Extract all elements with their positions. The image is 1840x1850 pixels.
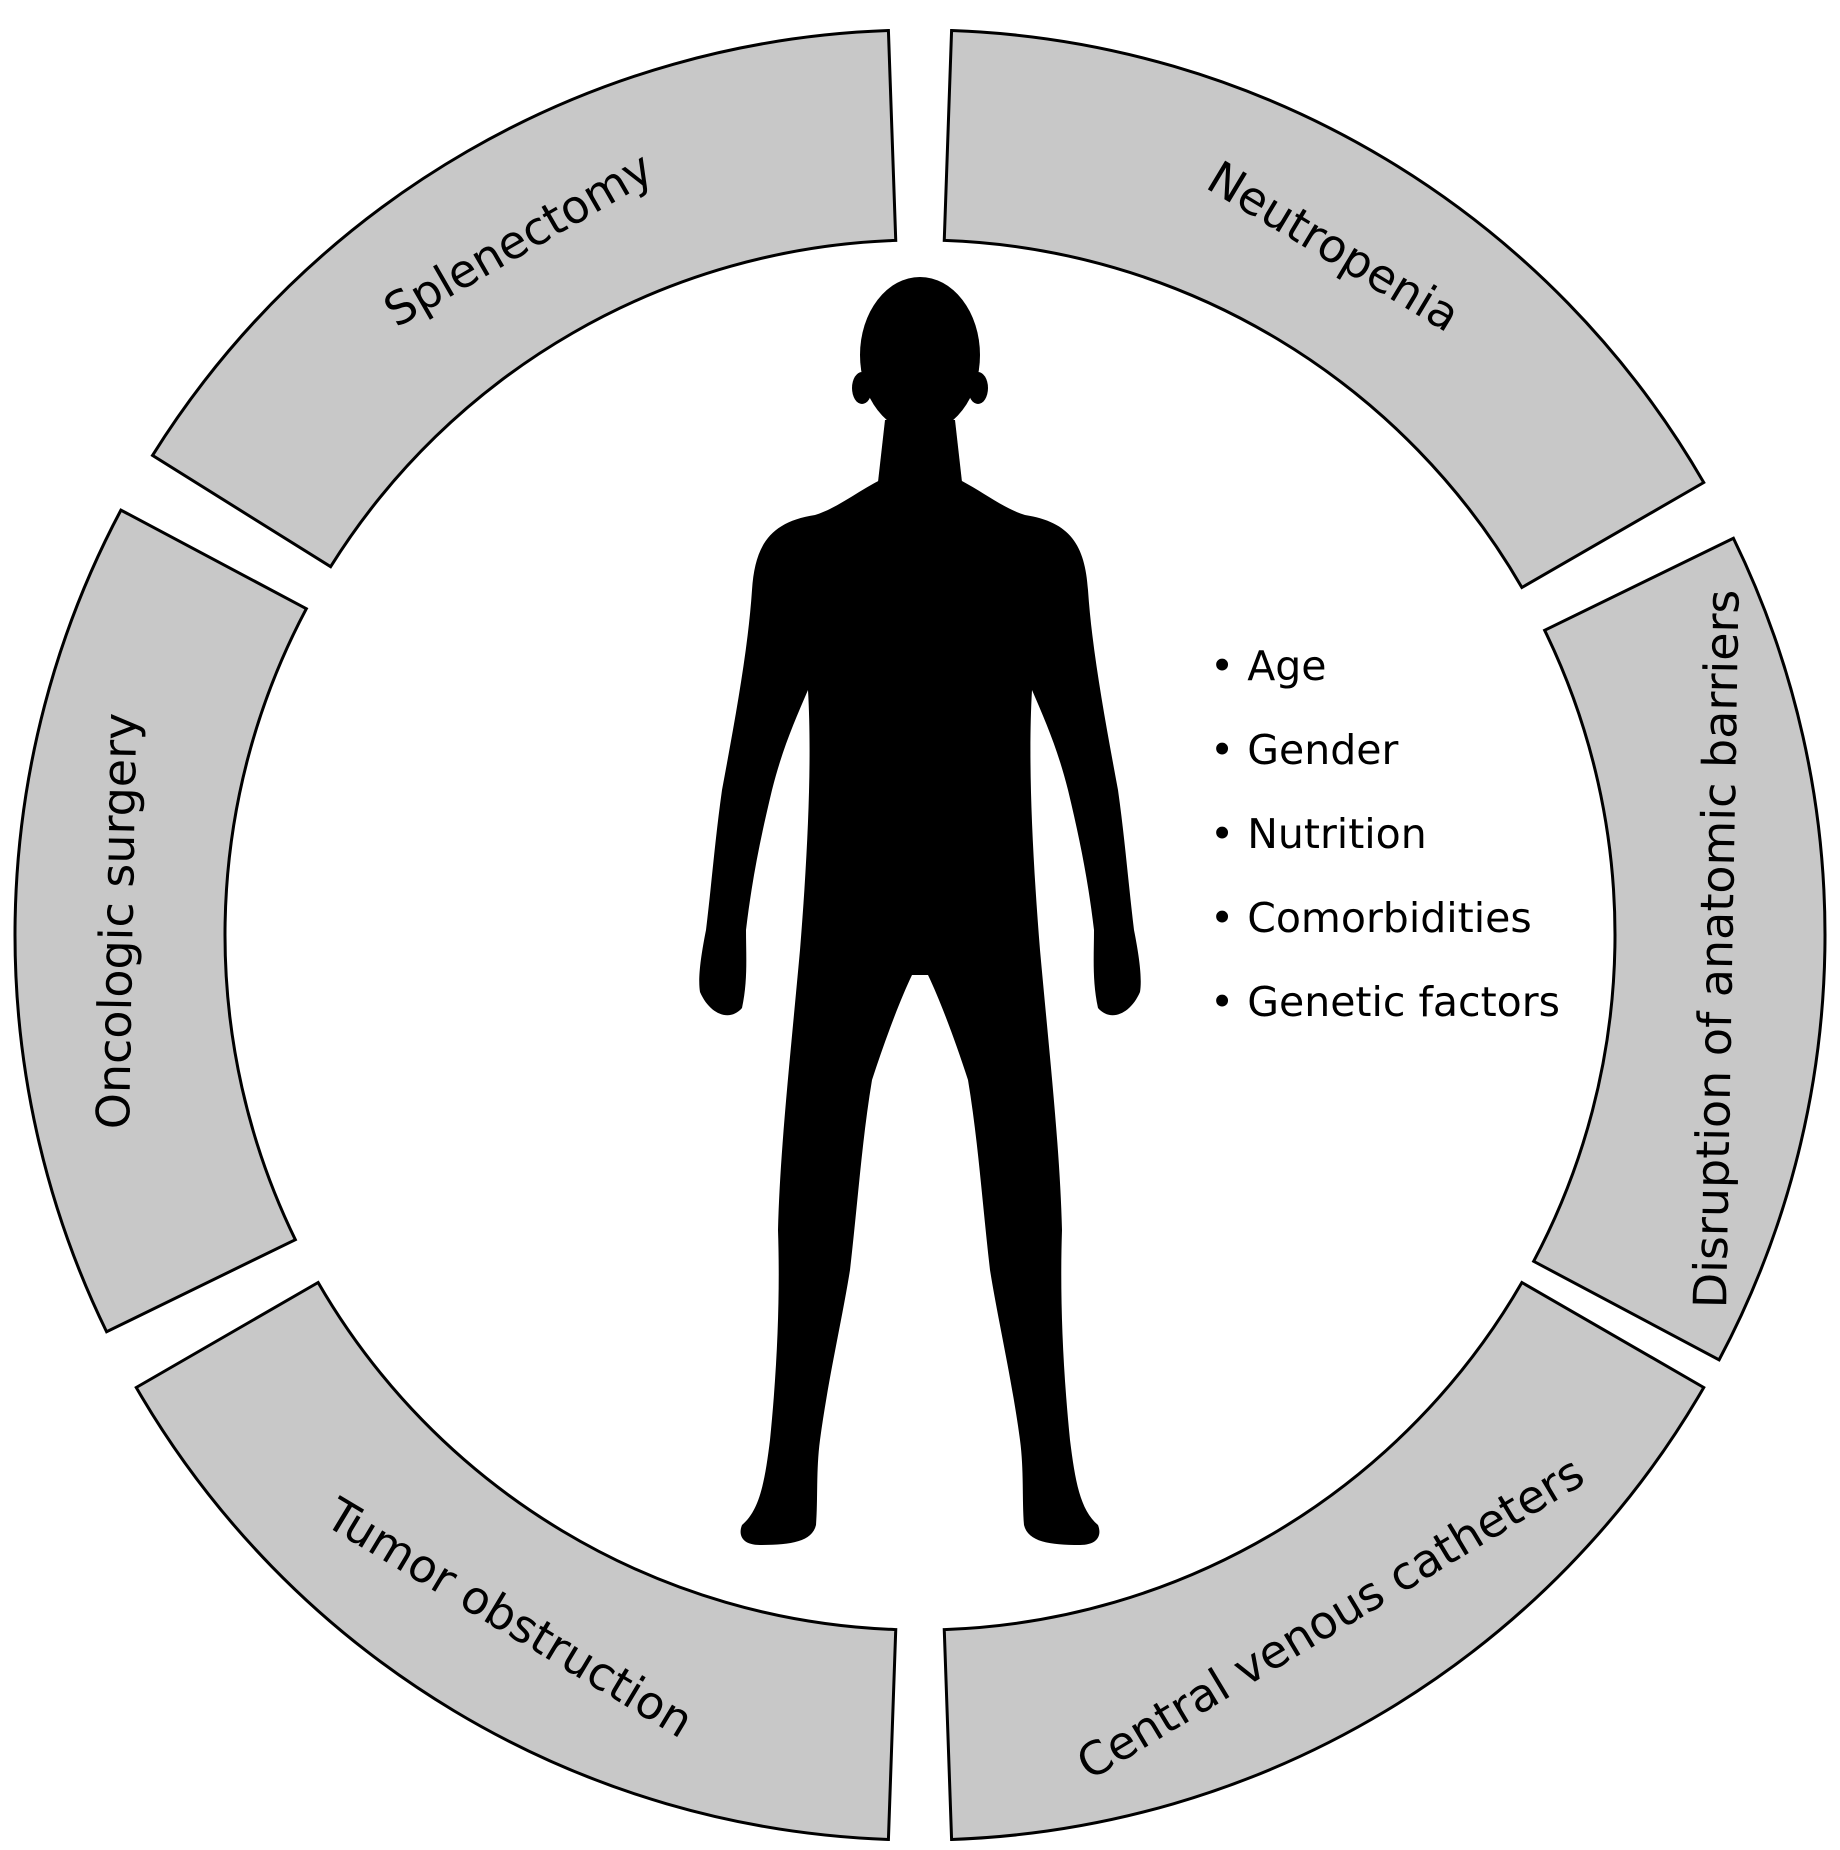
host-factors-list: • Age• Gender• Nutrition• Comorbidities•… bbox=[1210, 642, 1560, 1026]
segment-label-oncologic-surgery: Oncologic surgery bbox=[86, 712, 147, 1129]
human-silhouette-icon bbox=[699, 277, 1141, 1545]
segment-oncologic-surgery bbox=[13, 508, 309, 1334]
segment-label-disruption-of-anatomic-barriers: Disruption of anatomic barriers bbox=[1683, 589, 1750, 1309]
bullet-icon: • bbox=[1210, 726, 1247, 774]
segment-central-venous-catheters bbox=[942, 1280, 1706, 1842]
segment-splenectomy bbox=[150, 28, 898, 569]
segment-disruption-of-anatomic-barriers bbox=[1531, 536, 1827, 1362]
host-factor-genetic-factors: • Genetic factors bbox=[1210, 978, 1560, 1026]
host-factor-nutrition: • Nutrition bbox=[1210, 810, 1427, 858]
risk-factor-ring bbox=[13, 28, 1827, 1842]
bullet-icon: • bbox=[1210, 894, 1247, 942]
bullet-icon: • bbox=[1210, 642, 1247, 690]
bullet-icon: • bbox=[1210, 810, 1247, 858]
host-factor-label: Gender bbox=[1247, 726, 1398, 774]
host-factor-comorbidities: • Comorbidities bbox=[1210, 894, 1532, 942]
segment-neutropenia bbox=[942, 28, 1706, 590]
segment-tumor-obstruction bbox=[134, 1280, 898, 1842]
host-factor-label: Comorbidities bbox=[1247, 894, 1531, 942]
host-factor-gender: • Gender bbox=[1210, 726, 1398, 774]
host-factor-label: Genetic factors bbox=[1247, 978, 1560, 1026]
host-factor-label: Nutrition bbox=[1247, 810, 1427, 858]
bullet-icon: • bbox=[1210, 978, 1247, 1026]
host-factor-age: • Age bbox=[1210, 642, 1327, 690]
host-factor-label: Age bbox=[1247, 642, 1326, 690]
